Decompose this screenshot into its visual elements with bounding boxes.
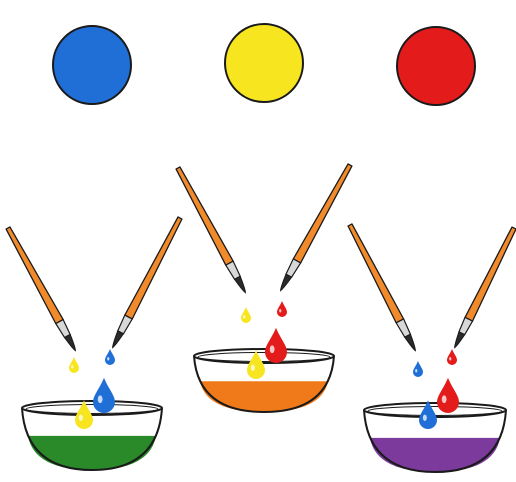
paint-drop-icon-highlight: [98, 395, 103, 403]
paint-brush-icon: [348, 224, 415, 351]
paint-drop-icon-highlight: [270, 345, 275, 353]
paint-drop-icon: [437, 378, 459, 413]
paint-brush-icon-ferrule: [118, 315, 132, 334]
mixing-bowl-icon-rim: [194, 349, 334, 363]
paint-brush-icon-bristles: [235, 276, 246, 292]
paint-drop-icon-highlight: [415, 369, 417, 373]
paint-drop-icon-shape: [105, 349, 115, 365]
paint-drop-icon-shape: [241, 307, 251, 323]
paint-drop-icon-shape: [265, 328, 287, 363]
mixing-bowl-icon-liquid: [28, 436, 156, 470]
paint-drop-icon-highlight: [107, 357, 109, 361]
panel-yellow-plus-red: [225, 24, 303, 102]
color-circle-icon: [53, 26, 131, 104]
paint-drop-icon-highlight: [279, 309, 281, 313]
color-circle-icon: [225, 24, 303, 102]
paint-brush-icon-handle: [125, 217, 182, 319]
paint-brush-icon-handle: [348, 224, 404, 323]
paint-drop-icon-highlight: [243, 315, 245, 319]
paint-brush-icon-bristles: [405, 334, 416, 350]
paint-brush-icon-bristles: [65, 334, 76, 350]
paint-drop-icon-shape: [447, 349, 457, 365]
paint-brush-icon: [455, 227, 516, 348]
paint-brush-icon-bristles: [113, 331, 124, 348]
paint-brush-icon-handle: [6, 227, 63, 324]
mixing-bowl-icon: [194, 349, 334, 412]
paint-drop-icon: [265, 328, 287, 363]
mixing-bowl-icon: [22, 401, 162, 470]
paint-brush-icon-ferrule: [286, 259, 301, 277]
paint-brush-icon-ferrule: [459, 317, 473, 334]
paint-drop-icon-shape: [419, 400, 437, 429]
panel-blue-plus-yellow: [53, 26, 131, 104]
mixing-bowl-icon-liquid: [370, 438, 500, 472]
paint-brush-icon-ferrule: [56, 320, 70, 338]
mixing-bowl-icon-liquid: [200, 381, 328, 412]
paint-drop-icon: [277, 301, 287, 317]
paint-brush-icon-bristles: [455, 332, 465, 348]
paint-drop-icon-highlight: [79, 415, 83, 421]
paint-brush-icon-ferrule: [396, 319, 410, 337]
paint-brush-icon-bristles: [281, 274, 292, 290]
paint-drop-icon-shape: [93, 378, 115, 413]
paint-drop-icon-shape: [413, 361, 423, 377]
paint-drop-icon-highlight: [449, 357, 451, 361]
paint-brush-icon: [113, 217, 182, 348]
paint-drop-icon-highlight: [423, 415, 427, 421]
paint-drop-icon: [241, 307, 251, 323]
paint-drop-icon-highlight: [71, 365, 73, 369]
paint-brush-icon-handle: [293, 164, 352, 263]
paint-drop-icon: [69, 357, 79, 373]
paint-drop-icon-shape: [247, 350, 265, 379]
paint-brush-icon-handle: [176, 167, 233, 265]
paint-brush-icon: [281, 164, 352, 291]
paint-brush-icon-ferrule: [226, 261, 240, 279]
mixing-bowl-icon: [364, 403, 506, 472]
paint-brush-icon-handle: [465, 227, 516, 321]
paint-drop-icon: [93, 378, 115, 413]
paint-drop-icon: [105, 349, 115, 365]
paint-brush-icon: [6, 227, 75, 351]
paint-drop-icon-highlight: [442, 395, 447, 403]
color-circle-icon: [397, 27, 475, 105]
paint-drop-icon: [247, 350, 265, 379]
paint-drop-icon-highlight: [251, 365, 255, 371]
mixing-bowl-icon-rim-inner: [26, 405, 158, 414]
paint-brush-icon: [176, 167, 245, 293]
paint-drop-icon: [447, 349, 457, 365]
paint-drop-icon-shape: [277, 301, 287, 317]
paint-drop-icon-shape: [437, 378, 459, 413]
paint-drop-icon: [413, 361, 423, 377]
panel-red-plus-blue: [397, 27, 475, 105]
paint-drop-icon-shape: [69, 357, 79, 373]
paint-drop-icon: [419, 400, 437, 429]
mixing-bowl-icon-rim-inner: [198, 353, 330, 362]
mixing-bowl-icon-rim: [22, 401, 162, 415]
